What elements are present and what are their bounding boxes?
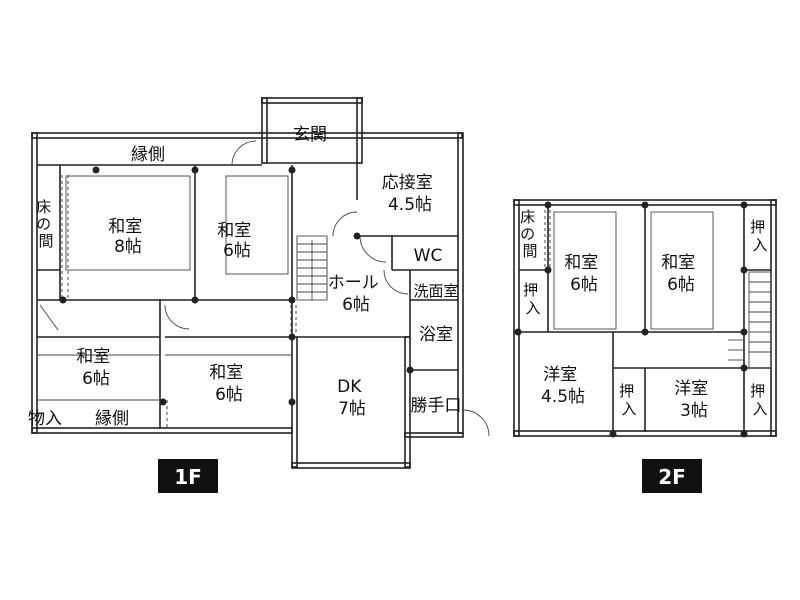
room-washitsu-6-bottom: 和室 6帖: [209, 363, 248, 405]
floor-1-walls: [31, 97, 490, 469]
room-dk: DK 7帖: [337, 377, 367, 419]
room-genkan: 玄関: [293, 125, 327, 145]
room-youshitsu-4-5: 洋室 4.5帖: [541, 365, 585, 407]
room-wc: WC: [414, 246, 443, 266]
room-hall: ホール 6帖: [328, 273, 384, 315]
room-washitsu-8: 和室 8帖: [108, 217, 147, 257]
room-yokushitsu: 浴室: [419, 325, 453, 345]
room-oshiire-middle: 押 入: [619, 382, 639, 418]
floor-1-plan: 玄関 縁側 和室 8帖 和室 6帖 床 の 間 応接室 4.5帖 WC ホール …: [28, 97, 490, 493]
room-katteguchi: 勝手口: [411, 396, 462, 416]
room-washitsu-6-b: 和室 6帖: [661, 253, 700, 295]
floor-1-stairs: [296, 235, 328, 301]
room-tokonoma-2f: 床 の 間: [520, 208, 540, 260]
floor-2-walls: [513, 199, 777, 437]
room-oosetsushitsu: 応接室 4.5帖: [382, 173, 438, 215]
room-senmenshitsu: 洗面室: [413, 282, 458, 300]
floor-2-badge: 2F: [642, 459, 702, 493]
room-youshitsu-3: 洋室 3帖: [674, 379, 713, 421]
room-washitsu-6-a: 和室 6帖: [564, 253, 603, 295]
room-washitsu-6-left: 和室 6帖: [76, 347, 115, 389]
floor-2-plan: 床 の 間 和室 6帖 和室 6帖 押 入 押 入 洋室 4.5帖 押 入: [513, 199, 777, 493]
room-oshiire-bottom-right: 押 入: [750, 382, 770, 418]
room-oshiire-left: 押 入: [523, 281, 543, 317]
floor-2-stairs: [728, 271, 772, 369]
svg-text:2F: 2F: [658, 465, 686, 489]
room-engawa-top: 縁側: [131, 145, 165, 165]
room-washitsu-6-middle: 和室 6帖: [217, 221, 256, 261]
room-engawa-bottom: 縁側: [95, 409, 129, 429]
floor-1-columns: [59, 166, 414, 406]
svg-text:1F: 1F: [174, 465, 202, 489]
floor-1-badge: 1F: [158, 459, 218, 493]
floor-2-columns: [514, 201, 748, 438]
room-tokonoma-1f: 床 の 間: [36, 198, 56, 250]
room-oshiire-top-right: 押 入: [750, 218, 770, 254]
room-monoire: 物入: [28, 409, 62, 429]
